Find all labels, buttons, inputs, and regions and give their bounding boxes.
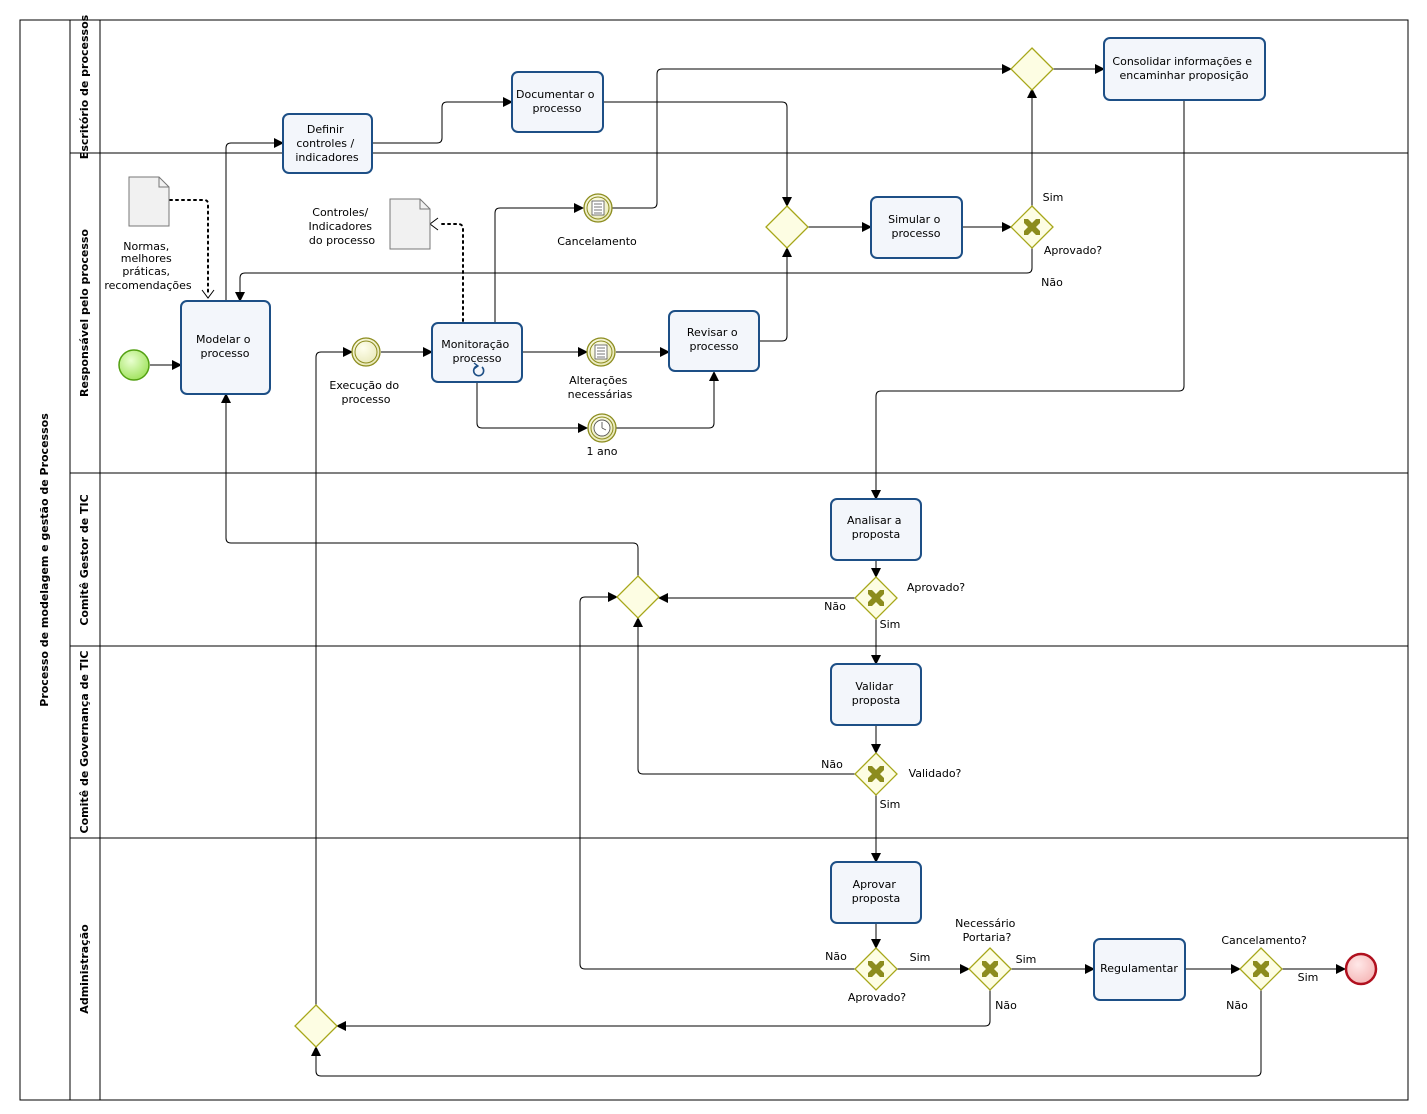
conditional-icon (591, 200, 605, 216)
flow-label-nao: Não (1226, 999, 1248, 1012)
x-icon (868, 590, 884, 606)
gateway-label-aprovado-3: Aprovado? (848, 991, 906, 1004)
flow-label-sim: Sim (1016, 953, 1037, 966)
task-analisar[interactable]: Analisar a proposta (830, 498, 922, 561)
pool: Processo de modelagem e gestão de Proces… (19, 14, 1409, 1101)
document-controles-label: Controles/ Indicadores do processo (308, 206, 375, 247)
task-definir[interactable]: Definir controles / indicadores (282, 113, 373, 174)
pool-title: Processo de modelagem e gestão de Proces… (38, 413, 51, 707)
task-consolidar[interactable]: Consolidar informações e encaminhar prop… (1103, 37, 1266, 101)
task-validar[interactable]: Validar proposta (830, 663, 922, 726)
gateway-aprovado-analise[interactable] (854, 576, 898, 620)
gateway-label-cancelamento: Cancelamento? (1221, 934, 1307, 947)
svg-text:Consolidar informações e: Consolidar informações e encaminhar prop… (1112, 55, 1255, 82)
flow-label-sim: Sim (880, 798, 901, 811)
loop-icon (472, 362, 485, 377)
event-execucao[interactable]: Execução do processo (329, 337, 402, 406)
start-event[interactable] (118, 349, 150, 381)
end-event[interactable] (1344, 952, 1378, 986)
gateway-aprovado-simulacao[interactable] (1010, 205, 1054, 249)
event-alteracoes-label: Alterações necessárias (568, 374, 633, 401)
lane-title-escritorio: Escritório de processos (78, 14, 91, 159)
event-alteracoes[interactable]: Alterações necessárias (568, 337, 633, 401)
gateway-portaria[interactable] (968, 947, 1012, 991)
task-regulamentar[interactable]: Regulamentar (1093, 938, 1186, 1001)
task-simular[interactable]: Simular o processo (870, 196, 963, 259)
gateway-label-aprovado-1: Aprovado? (1044, 244, 1102, 257)
document-normas-label: Normas, melhores práticas, recomendações (104, 240, 192, 292)
gateway-validado[interactable] (854, 752, 898, 796)
svg-text:Aprovar proposta: Aprovar proposta (852, 878, 901, 905)
conditional-icon (594, 344, 608, 360)
svg-text:Definir controles /: Definir controles / indicadores (295, 123, 359, 164)
task-modelar[interactable]: Modelar o processo (180, 300, 271, 395)
x-icon (868, 766, 884, 782)
sequence-flows (150, 64, 1346, 1077)
task-revisar[interactable]: Revisar o processo (668, 310, 760, 372)
svg-text:Simular o processo: Simular o processo (888, 213, 944, 240)
gateway-label-validado: Validado? (909, 767, 962, 780)
gateway-top-merge[interactable] (1010, 47, 1054, 91)
document-normas: Normas, melhores práticas, recomendações (104, 176, 192, 292)
flow-label-sim: Sim (910, 951, 931, 964)
event-execucao-label: Execução do processo (329, 379, 402, 406)
gateway-parallel-merge[interactable] (765, 205, 809, 249)
event-cancelamento-label: Cancelamento (557, 235, 637, 248)
svg-text:Revisar o processo: Revisar o processo (687, 326, 741, 353)
x-icon (982, 961, 998, 977)
task-documentar[interactable]: Documentar o processo (511, 71, 604, 133)
flow-label-nao: Não (995, 999, 1017, 1012)
flow-labels: Aprovado? Sim Não Aprovado? Não Sim Vali… (821, 191, 1318, 1012)
svg-text:Documentar o processo: Documentar o processo (516, 88, 598, 115)
x-icon (868, 961, 884, 977)
gateway-aprovado-administracao[interactable] (854, 947, 898, 991)
flow-label-sim: Sim (1043, 191, 1064, 204)
lane-title-comite-governanca: Comitê de Governança de TIC (78, 651, 91, 834)
gateway-cancelamento[interactable] (1239, 947, 1283, 991)
task-aprovar[interactable]: Aprovar proposta (830, 861, 922, 924)
lane-title-administracao: Administração (78, 924, 91, 1014)
document-controles: Controles/ Indicadores do processo (308, 198, 431, 250)
flow-label-nao: Não (1041, 276, 1063, 289)
gateway-bottom-merge[interactable] (294, 1004, 338, 1048)
flow-label-nao: Não (824, 600, 846, 613)
flow-label-nao: Não (821, 758, 843, 771)
task-monitoracao[interactable]: Monitoração processo (431, 322, 523, 383)
x-icon (1253, 961, 1269, 977)
flow-label-sim: Sim (1298, 971, 1319, 984)
svg-text:Regulamentar: Regulamentar (1100, 962, 1178, 975)
flow-label-nao: Não (825, 950, 847, 963)
gateway-merge-comite[interactable] (616, 575, 660, 619)
lane-title-responsavel: Responsável pelo processo (78, 229, 91, 397)
svg-text:Modelar o processo: Modelar o processo (196, 333, 254, 360)
svg-text:Validar proposta: Validar proposta (852, 680, 901, 707)
x-icon (1024, 219, 1040, 235)
lane-title-comite-gestor: Comitê Gestor de TIC (78, 494, 91, 625)
gateway-label-aprovado-2: Aprovado? (907, 581, 965, 594)
svg-text:Analisar a proposta: Analisar a proposta (847, 514, 905, 541)
event-cancelamento[interactable]: Cancelamento (557, 193, 637, 248)
timer-icon (593, 419, 611, 437)
flow-label-sim: Sim (880, 618, 901, 631)
event-timer-1-ano[interactable]: 1 ano (587, 413, 618, 458)
svg-text:Monitoração processo: Monitoração processo (441, 338, 513, 365)
gateway-label-portaria: Necessário Portaria? (955, 917, 1019, 944)
event-timer-label: 1 ano (587, 445, 618, 458)
